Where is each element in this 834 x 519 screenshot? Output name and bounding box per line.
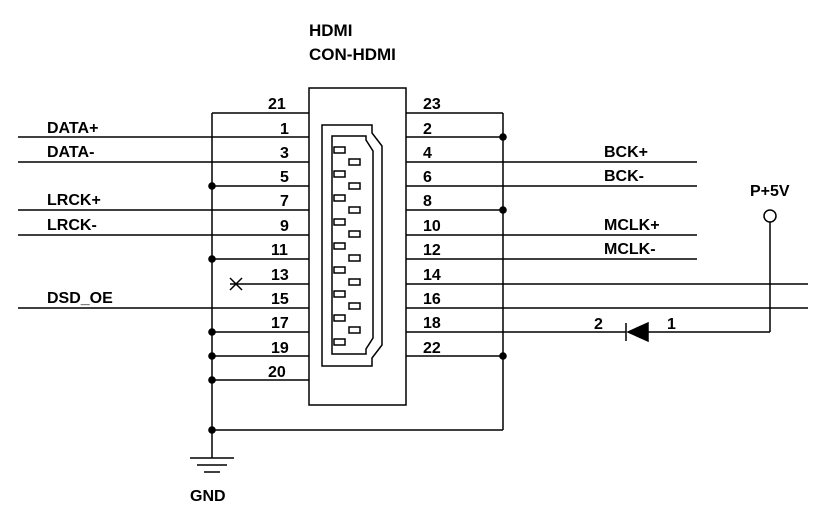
signal-data-minus: DATA- xyxy=(47,144,94,161)
pin-5: 5 xyxy=(280,169,289,186)
signal-lrck-minus: LRCK- xyxy=(47,217,97,234)
power-label: P+5V xyxy=(750,183,790,200)
pin-23: 23 xyxy=(423,96,441,113)
pin-10: 10 xyxy=(423,218,441,235)
component-part: CON-HDMI xyxy=(309,45,396,64)
pin-14: 14 xyxy=(423,267,441,284)
signal-dsd-oe: DSD_OE xyxy=(47,290,113,307)
pin-21: 21 xyxy=(268,96,286,113)
pin-19: 19 xyxy=(271,340,289,357)
pin-6: 6 xyxy=(423,169,432,186)
ground-bus xyxy=(211,113,504,458)
diode-icon xyxy=(625,321,770,343)
component-name: HDMI xyxy=(309,21,352,40)
left-pin-stubs xyxy=(18,112,309,381)
pin-7: 7 xyxy=(280,193,289,210)
signal-bck-plus: BCK+ xyxy=(604,144,648,161)
right-signal-labels: BCK+ BCK- MCLK+ MCLK- xyxy=(604,144,660,258)
diode-pin-2: 2 xyxy=(594,316,603,333)
diode-pin-1: 1 xyxy=(667,316,676,333)
left-pin-numbers: 21 1 3 5 7 9 11 13 15 17 19 20 xyxy=(268,96,289,381)
pin-8: 8 xyxy=(423,193,432,210)
left-signal-labels: DATA+ DATA- LRCK+ LRCK- DSD_OE xyxy=(47,120,113,307)
right-pin-numbers: 23 2 4 6 8 10 12 14 16 18 22 xyxy=(423,96,441,357)
signal-lrck-plus: LRCK+ xyxy=(47,192,101,209)
signal-data-plus: DATA+ xyxy=(47,120,98,137)
hdmi-port-icon xyxy=(321,124,383,367)
right-pin-stubs xyxy=(406,112,808,357)
pin-2: 2 xyxy=(423,121,432,138)
connector-body xyxy=(308,87,407,406)
pin-20: 20 xyxy=(268,364,286,381)
signal-mclk-minus: MCLK- xyxy=(604,241,656,258)
pin-15: 15 xyxy=(271,291,289,308)
pin-3: 3 xyxy=(280,145,289,162)
ground-symbol-icon xyxy=(190,457,234,473)
power-terminal-icon xyxy=(763,209,777,332)
pin-17: 17 xyxy=(271,315,289,332)
pin-12: 12 xyxy=(423,242,441,259)
signal-bck-minus: BCK- xyxy=(604,168,644,185)
pin-13: 13 xyxy=(271,267,289,284)
no-connect-icon xyxy=(229,277,243,291)
pin-18: 18 xyxy=(423,315,441,332)
pin-9: 9 xyxy=(280,218,289,235)
ground-label: GND xyxy=(190,488,226,505)
signal-mclk-plus: MCLK+ xyxy=(604,217,660,234)
pin-22: 22 xyxy=(423,340,441,357)
pin-4: 4 xyxy=(423,145,432,162)
junction-dots xyxy=(208,133,507,434)
pin-1: 1 xyxy=(280,121,289,138)
pin-11: 11 xyxy=(271,242,288,259)
pin-16: 16 xyxy=(423,291,441,308)
